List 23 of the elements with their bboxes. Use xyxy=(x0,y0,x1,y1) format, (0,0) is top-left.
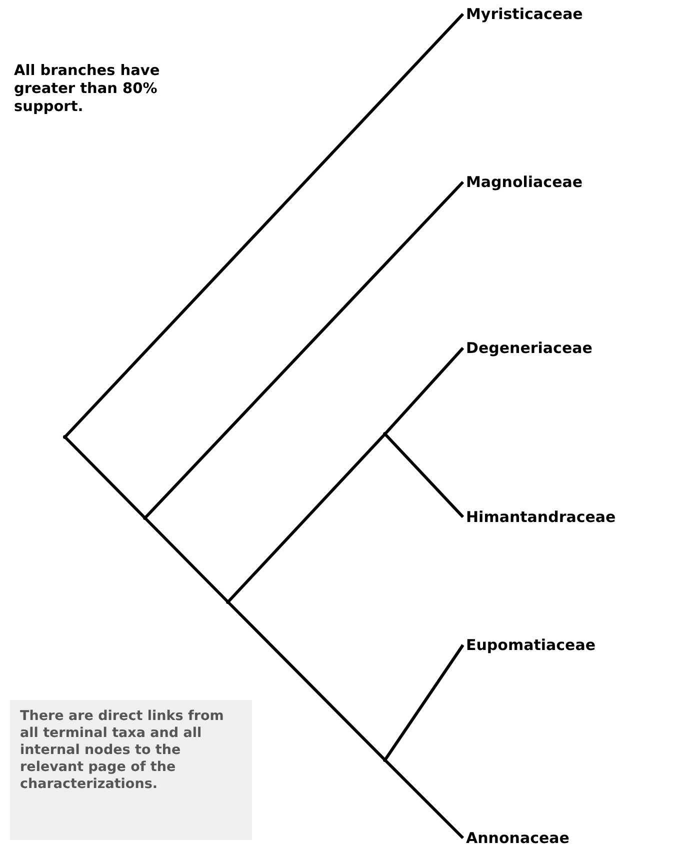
tree-branch xyxy=(226,432,386,604)
branch-node-dot xyxy=(143,516,147,520)
note-text: All branches have greater than 80% support. xyxy=(14,62,161,116)
tree-branch xyxy=(384,347,464,435)
branch-node-dot xyxy=(383,758,387,762)
branch-node-dot xyxy=(383,432,387,436)
tree-branch xyxy=(226,600,386,762)
taxon-label: Himantandraceae xyxy=(466,507,616,527)
tree-branch xyxy=(144,180,464,520)
tree-branch xyxy=(64,436,146,520)
taxon-label: Magnoliaceae xyxy=(466,172,583,192)
branch-node-dot xyxy=(63,435,67,439)
taxon-label: Eupomatiaceae xyxy=(466,635,596,655)
tree-branch xyxy=(64,12,464,438)
tree-branch xyxy=(384,432,464,518)
taxon-label: Annonaceae xyxy=(466,828,570,848)
tree-branch xyxy=(384,644,464,761)
tree-branch xyxy=(144,516,230,604)
tree-branch xyxy=(384,758,464,840)
taxon-label: Myristicaceae xyxy=(466,4,583,24)
taxon-label: Degeneriaceae xyxy=(466,338,592,358)
note-box: There are direct links from all terminal taxa and all internal nodes to the relevant page of the characterizations. xyxy=(10,700,252,840)
branch-node-dot xyxy=(226,600,230,604)
